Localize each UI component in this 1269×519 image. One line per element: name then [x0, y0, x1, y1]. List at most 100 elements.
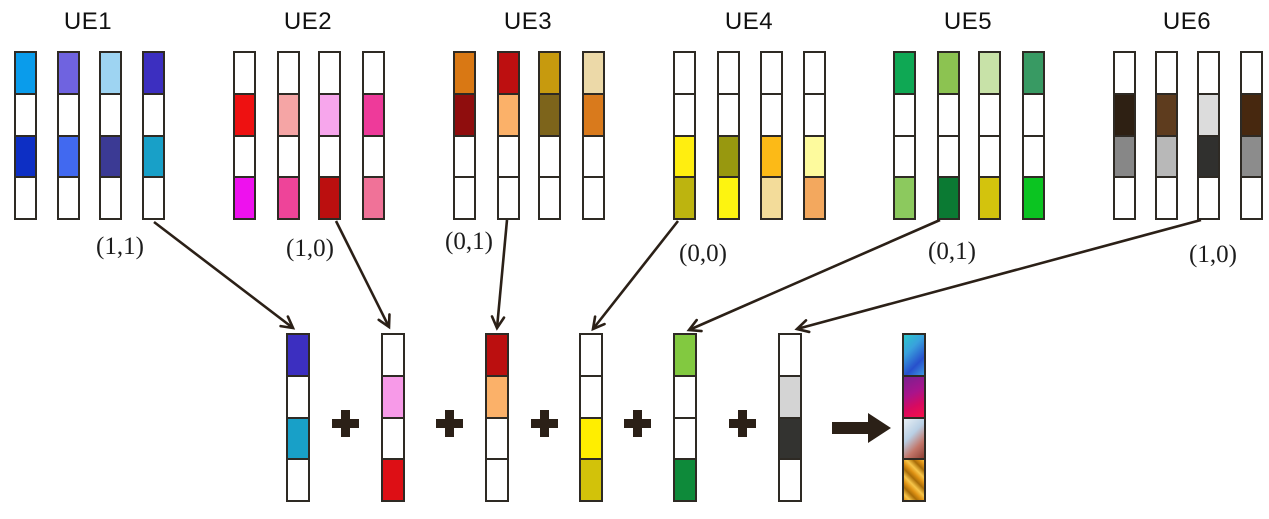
vector-cell: [939, 53, 958, 93]
vector-cell: [383, 416, 403, 459]
vector-cell: [235, 176, 254, 218]
vector-cell: [780, 458, 800, 500]
vector-cell: [584, 53, 603, 93]
vector-cell: [499, 176, 518, 218]
ue5-pair-label: (0,1): [928, 238, 976, 265]
vector-cell: [780, 335, 800, 375]
vector-cell: [499, 92, 518, 135]
vector-cell: [235, 134, 254, 177]
plus-icon: [436, 410, 463, 437]
ue2-title: UE2: [283, 8, 333, 35]
selection-arrow-ue6: [794, 218, 1202, 334]
ue5-codeword-col2: [937, 51, 960, 220]
vector-cell: [499, 53, 518, 93]
vector-cell: [383, 335, 403, 375]
vector-cell: [540, 92, 559, 135]
vector-cell: [364, 53, 383, 93]
ue4-codeword-col4: [803, 51, 826, 220]
sum-operand-ue3: [485, 333, 509, 502]
vector-cell: [320, 134, 339, 177]
vector-cell: [980, 92, 999, 135]
vector-cell: [1157, 92, 1176, 135]
vector-cell: [581, 416, 601, 459]
ue2-codeword-col1: [233, 51, 256, 220]
vector-cell: [762, 134, 781, 177]
vector-cell: [540, 53, 559, 93]
vector-cell: [1024, 53, 1043, 93]
ue1-codeword-col1: [14, 51, 37, 220]
vector-cell: [904, 416, 924, 459]
sum-operand-ue5: [673, 333, 697, 502]
vector-cell: [364, 176, 383, 218]
vector-cell: [675, 92, 694, 135]
vector-cell: [719, 134, 738, 177]
vector-cell: [279, 53, 298, 93]
plus-icon: [729, 410, 756, 437]
ue6-codeword-col1: [1113, 51, 1136, 220]
vector-cell: [1157, 176, 1176, 218]
vector-cell: [288, 335, 308, 375]
sum-operand-ue1: [286, 333, 310, 502]
vector-cell: [1199, 53, 1218, 93]
selection-arrow-ue4: [591, 220, 680, 332]
vector-cell: [675, 134, 694, 177]
vector-cell: [144, 134, 163, 177]
vector-cell: [1199, 92, 1218, 135]
vector-cell: [1242, 53, 1261, 93]
ue5-codeword-col1: [893, 51, 916, 220]
ue6-title: UE6: [1162, 8, 1212, 35]
sum-operand-ue6: [778, 333, 802, 502]
vector-cell: [584, 134, 603, 177]
vector-cell: [895, 92, 914, 135]
vector-cell: [581, 335, 601, 375]
vector-cell: [675, 176, 694, 218]
vector-cell: [487, 374, 507, 417]
vector-cell: [581, 374, 601, 417]
vector-cell: [279, 92, 298, 135]
vector-cell: [1242, 134, 1261, 177]
vector-cell: [584, 92, 603, 135]
vector-cell: [939, 134, 958, 177]
vector-cell: [1157, 53, 1176, 93]
vector-cell: [895, 134, 914, 177]
vector-cell: [1199, 176, 1218, 218]
vector-cell: [59, 92, 78, 135]
result-arrow-icon: [832, 413, 891, 443]
vector-cell: [780, 374, 800, 417]
vector-cell: [59, 53, 78, 93]
ue1-pair-label: (1,1): [96, 233, 144, 260]
vector-cell: [540, 176, 559, 218]
vector-cell: [1115, 176, 1134, 218]
vector-cell: [1242, 176, 1261, 218]
ue3-codeword-col3: [538, 51, 561, 220]
ue1-codeword-col2: [57, 51, 80, 220]
plus-icon: [332, 410, 359, 437]
vector-cell: [1199, 134, 1218, 177]
ue3-codeword-col2: [497, 51, 520, 220]
vector-cell: [320, 176, 339, 218]
vector-cell: [1115, 92, 1134, 135]
vector-cell: [904, 374, 924, 417]
vector-cell: [762, 92, 781, 135]
ue2-codeword-col2: [277, 51, 300, 220]
vector-cell: [455, 134, 474, 177]
ue5-codeword-col3: [978, 51, 1001, 220]
vector-cell: [980, 176, 999, 218]
vector-cell: [288, 416, 308, 459]
vector-cell: [16, 53, 35, 93]
vector-cell: [288, 458, 308, 500]
vector-cell: [980, 134, 999, 177]
vector-cell: [939, 92, 958, 135]
vector-cell: [675, 458, 695, 500]
vector-cell: [1115, 134, 1134, 177]
vector-cell: [1115, 53, 1134, 93]
vector-cell: [584, 176, 603, 218]
vector-cell: [762, 53, 781, 93]
ue5-title: UE5: [943, 8, 993, 35]
ue1-codeword-col4: [142, 51, 165, 220]
selection-arrow-ue1: [153, 220, 296, 330]
ue3-title: UE3: [503, 8, 553, 35]
vector-cell: [1242, 92, 1261, 135]
